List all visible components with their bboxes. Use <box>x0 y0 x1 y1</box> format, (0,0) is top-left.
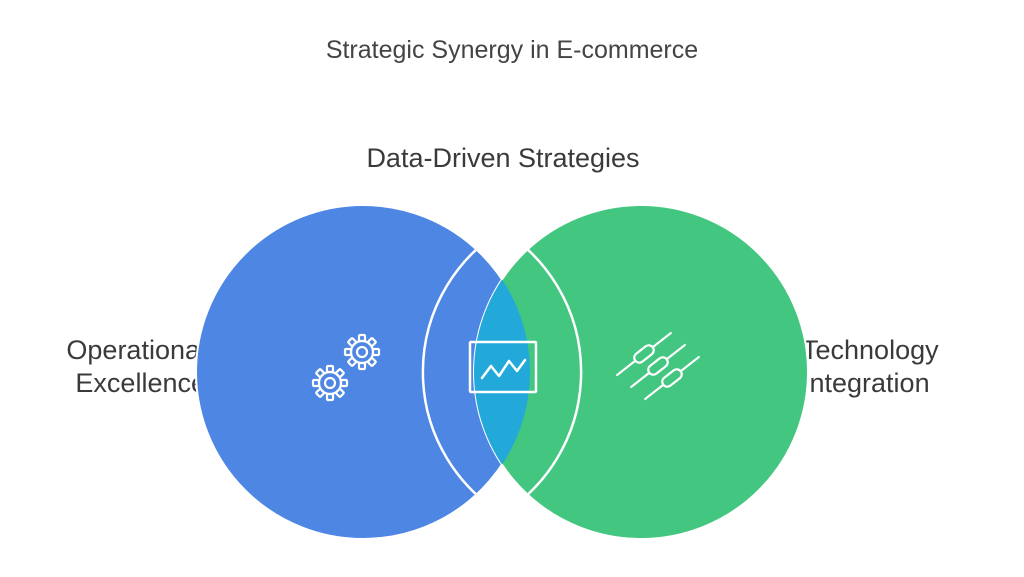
overlap-outline <box>421 228 583 516</box>
diagram-title: Strategic Synergy in E-commerce <box>325 36 699 64</box>
left-set-label-line1: Operational <box>66 335 206 365</box>
overlap-label: Data-Driven Strategies <box>366 143 640 173</box>
left-set-label-line2: Excellence <box>75 368 206 398</box>
line-chart-icon <box>468 340 538 394</box>
gears-icon <box>311 333 381 402</box>
resistors-icon <box>616 331 700 401</box>
right-set-label-line2: Integration <box>802 368 930 398</box>
right-set-label-line1: Technology <box>802 335 939 365</box>
left-set-label: Operational Excellence <box>66 334 206 400</box>
right-set-label: Technology Integration <box>802 334 939 400</box>
